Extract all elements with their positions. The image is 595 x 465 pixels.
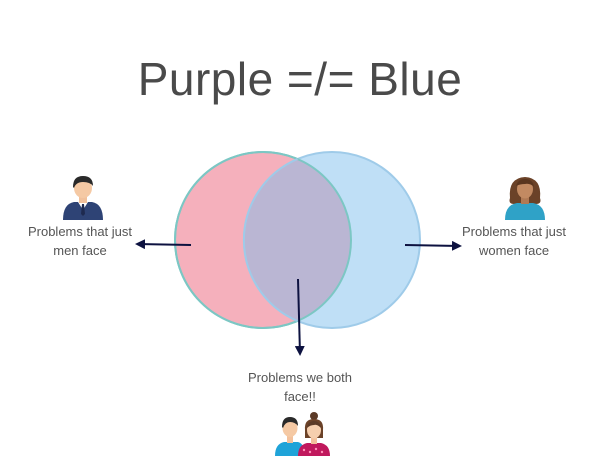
- overlap-region: [244, 152, 351, 328]
- arrow-to-both-label: [294, 278, 305, 356]
- shared-problems-label-line-1: Problems we both: [247, 370, 353, 385]
- women-circle-inner-outline: [242, 158, 298, 322]
- shared-problems-label: Problems we both face!!: [236, 368, 364, 406]
- arrow-to-men-label: [135, 239, 192, 250]
- women-problems-label: Problems that just women face: [452, 222, 576, 260]
- couple-icon: [275, 412, 330, 456]
- men-problems-label-line-2: men face: [53, 243, 107, 258]
- men-circle-outline: [174, 151, 352, 329]
- man-icon: [63, 176, 103, 220]
- page-title: Purple =/= Blue: [137, 53, 463, 105]
- men-problems-label: Problems that just men face: [18, 222, 142, 260]
- women-problems-label-line-2: women face: [478, 243, 550, 258]
- arrow-to-women-label: [404, 240, 462, 251]
- woman-icon: [505, 177, 545, 220]
- women-problems-label-line-1: Problems that just: [461, 224, 567, 239]
- men-problems-label-line-1: Problems that just: [27, 224, 133, 239]
- shared-problems-label-line-2: face!!: [284, 389, 316, 404]
